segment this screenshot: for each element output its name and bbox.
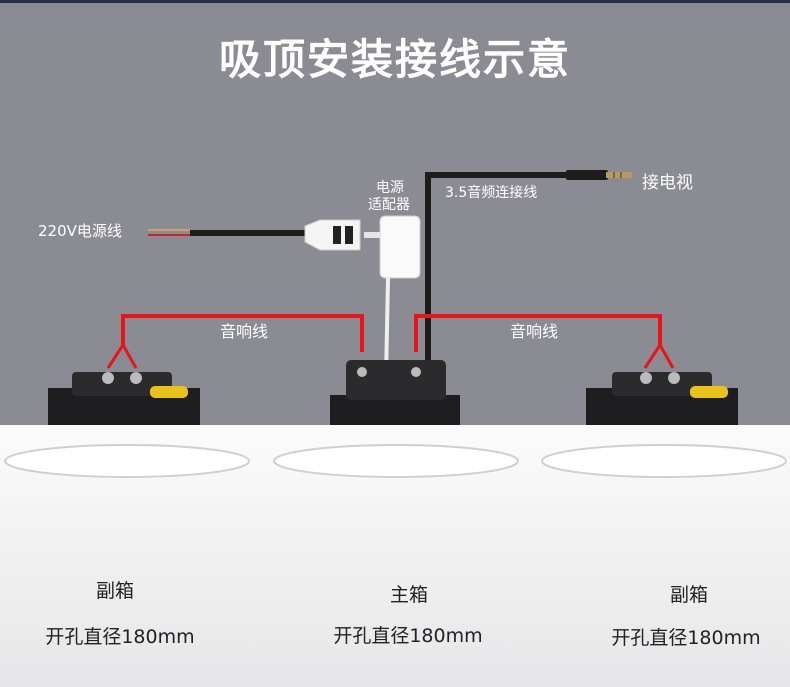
- adapter-label-2: 适配器: [368, 197, 410, 213]
- main-speaker-back: [330, 360, 460, 425]
- diagram-title: 吸顶安装接线示意: [218, 35, 571, 84]
- speaker-grille-main: [273, 444, 519, 478]
- speaker-wire-right: [414, 314, 675, 369]
- speaker-wire-label-right: 音响线: [510, 322, 559, 341]
- hole-size-main: 开孔直径180mm: [333, 625, 483, 647]
- speaker-wire-left: [106, 314, 364, 369]
- speaker-grille-right: [541, 444, 787, 478]
- right-speaker-back: [586, 372, 738, 425]
- audio-cable-label: 3.5音频连接线: [445, 185, 538, 201]
- speaker-name-left: 副箱: [95, 580, 134, 602]
- power-line-label: 220V电源线: [38, 222, 122, 240]
- tv-label: 接电视: [642, 173, 693, 193]
- power-adapter-icon: [364, 215, 421, 379]
- speaker-grille-left: [4, 444, 250, 478]
- ceiling-background: [0, 3, 790, 425]
- audio-cable: [425, 170, 632, 378]
- power-cable: [148, 229, 310, 236]
- power-plug: [304, 219, 361, 251]
- speaker-wire-label-left: 音响线: [220, 322, 269, 341]
- hole-size-left: 开孔直径180mm: [45, 626, 195, 648]
- speaker-name-right: 副箱: [669, 584, 708, 606]
- left-speaker-back: [48, 372, 200, 425]
- speaker-name-main: 主箱: [389, 584, 428, 606]
- adapter-label-1: 电源: [376, 180, 404, 196]
- hole-size-right: 开孔直径180mm: [611, 627, 761, 649]
- top-bar: [0, 0, 790, 3]
